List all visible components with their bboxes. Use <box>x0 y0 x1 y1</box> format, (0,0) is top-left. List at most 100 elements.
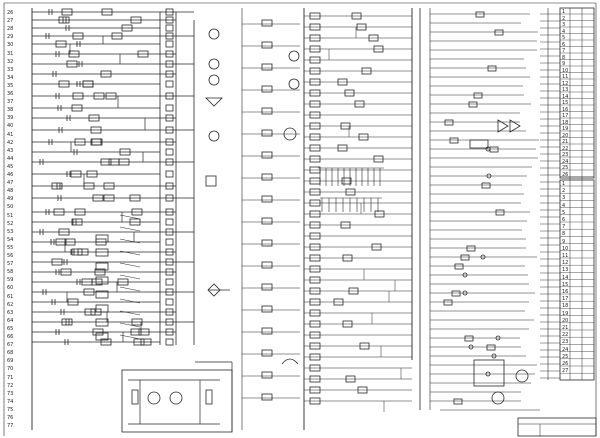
terminal-number-label: 23 <box>562 339 569 346</box>
relay-coil <box>309 100 321 108</box>
relay-coil <box>74 138 86 146</box>
relay-coil <box>309 111 321 119</box>
motor-symbol <box>208 130 220 142</box>
row-number-label: 63 <box>7 309 14 316</box>
relay-coil <box>103 194 115 202</box>
relay-coil <box>165 308 174 316</box>
relay-coil <box>165 268 174 276</box>
relay-coil <box>165 16 174 24</box>
relay-coil <box>83 288 95 296</box>
relay-coil <box>131 318 143 326</box>
relay-coil <box>358 133 369 141</box>
relay-coil <box>88 114 100 122</box>
terminal-number-label: 26 <box>562 171 569 178</box>
logic-gate <box>489 146 499 153</box>
wire <box>119 214 141 220</box>
relay-coil <box>165 208 174 216</box>
relay-coil <box>309 12 321 20</box>
row-number-label: 35 <box>7 82 14 89</box>
relay-coil <box>84 308 96 316</box>
fuse-symbol <box>261 85 273 93</box>
row-number-label: 70 <box>7 366 14 373</box>
relay-coil <box>165 8 174 16</box>
logic-gate <box>475 11 485 18</box>
control-module <box>473 359 505 387</box>
relay-coil <box>111 32 123 40</box>
relay-coil <box>309 309 321 317</box>
terminal-number-label: 6 <box>562 41 566 48</box>
relay-coil <box>309 298 321 306</box>
relay-coil <box>342 254 353 262</box>
fuse-symbol <box>261 261 273 269</box>
row-number-label: 26 <box>7 10 14 16</box>
relay-coil <box>309 221 321 229</box>
relay-coil <box>165 182 174 190</box>
transistor-amplifier-block <box>121 361 233 433</box>
terminal-number-label: 15 <box>562 281 569 288</box>
terminal-number-label: 25 <box>562 165 569 171</box>
row-number-label: 62 <box>7 301 14 308</box>
relay-coil <box>71 248 83 256</box>
transistor-symbol <box>147 391 161 405</box>
relay-coil <box>165 258 174 266</box>
terminal-number-label: 13 <box>562 87 569 93</box>
relay-coil <box>51 258 63 266</box>
relay-coil <box>309 386 321 394</box>
relay-coil <box>137 50 149 58</box>
relay-coil <box>341 177 352 185</box>
terminal-number-label: 6 <box>562 217 566 223</box>
terminal-number-label: 22 <box>562 145 569 152</box>
relay-coil <box>165 40 174 48</box>
terminal-number-label: 2 <box>562 188 566 195</box>
terminal-number-label: 12 <box>562 260 569 267</box>
row-number-label: 34 <box>7 74 14 81</box>
terminal-number-label: 5 <box>562 35 566 41</box>
terminal-number-label: 14 <box>562 274 569 281</box>
terminal-number-label: 9 <box>562 61 566 67</box>
relay-coil <box>165 298 174 306</box>
terminal-number-label: 11 <box>562 253 569 259</box>
relay-coil <box>95 234 109 243</box>
sensor-symbol <box>281 358 299 365</box>
relay-coil <box>67 298 79 306</box>
row-number-label: 46 <box>7 172 14 178</box>
row-number-label: 38 <box>7 107 14 114</box>
relay-coil <box>354 100 365 108</box>
contact-node <box>480 254 486 260</box>
relay-coil <box>117 278 129 286</box>
row-number-label: 39 <box>7 115 14 122</box>
row-number-label: 41 <box>7 131 14 138</box>
relay-coil <box>95 248 109 257</box>
terminal-number-label: 3 <box>562 22 566 28</box>
row-number-label: 76 <box>7 415 14 421</box>
relay-coil <box>119 148 131 156</box>
fuse-symbol <box>261 393 273 401</box>
row-number-label: 49 <box>7 196 14 203</box>
relay-coil <box>356 23 367 31</box>
wire <box>119 226 141 232</box>
logic-gate <box>473 92 483 99</box>
relay-coil <box>348 287 359 295</box>
relay-coil <box>165 104 174 112</box>
terminal-strip-table <box>540 7 595 381</box>
terminal-number-label: 17 <box>562 296 569 303</box>
relay-coil <box>68 50 80 58</box>
row-number-label: 65 <box>7 325 14 332</box>
relay-coil <box>130 16 142 24</box>
relay-coil <box>309 45 321 53</box>
terminal-number-label: 23 <box>562 152 569 158</box>
relay-coil <box>165 194 174 202</box>
terminal-number-label: 10 <box>562 245 569 252</box>
row-number-label: 61 <box>7 293 14 300</box>
relay-coil <box>309 287 321 295</box>
relay-coil <box>371 243 382 251</box>
contact-node <box>462 272 468 278</box>
relay-coil <box>140 338 152 346</box>
fuse-symbol <box>261 283 273 291</box>
relay-coil <box>309 144 321 152</box>
row-number-label: 60 <box>7 285 14 292</box>
relay-coil <box>77 248 89 256</box>
row-number-label: 37 <box>7 99 14 106</box>
terminal-number-label: 8 <box>562 231 566 238</box>
